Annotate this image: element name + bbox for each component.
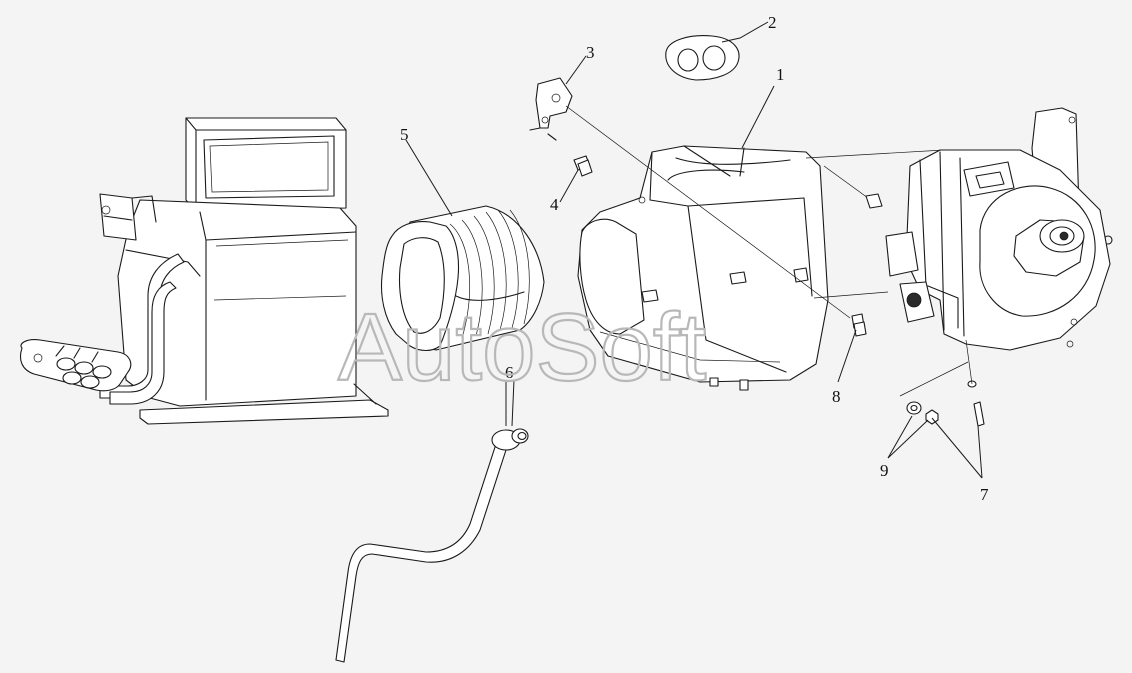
bellows-connector: [380, 205, 545, 352]
callout-4: 4: [550, 195, 559, 214]
leader-2: [721, 21, 769, 43]
screw: [967, 380, 985, 427]
leader-1: [741, 85, 775, 149]
drain-tube: [335, 428, 529, 663]
bolt: [851, 313, 867, 337]
leader-5: [405, 139, 453, 217]
leader-9b: [887, 419, 929, 459]
leader-9a: [887, 415, 913, 459]
leader-3: [565, 55, 587, 85]
callout-3: 3: [586, 43, 595, 62]
leader-7a: [931, 417, 983, 479]
callout-2: 2: [768, 13, 777, 32]
bolt: [865, 193, 883, 209]
callout-5: 5: [400, 125, 409, 144]
leader-7b: [977, 425, 983, 479]
callout-9: 9: [880, 461, 889, 480]
callout-6: 6: [505, 363, 514, 382]
callout-8: 8: [832, 387, 841, 406]
heater-housing: [19, 117, 389, 425]
washer: [906, 401, 922, 415]
callout-1: 1: [776, 65, 785, 84]
leader-lines: [405, 21, 983, 479]
evaporator-housing: [577, 145, 829, 391]
blower-assembly: [885, 107, 1113, 351]
leader-6b: [511, 379, 515, 427]
leader-4: [559, 169, 579, 203]
grommet: [665, 35, 740, 81]
callout-7: 7: [980, 485, 989, 504]
callout-labels: 2 1 3 4 5 6 8 9 7: [400, 13, 989, 504]
nut: [925, 409, 939, 425]
bolt: [573, 155, 593, 177]
mounting-bracket: [529, 77, 573, 141]
leader-8: [837, 329, 857, 383]
watermark: AutoSoft: [338, 294, 706, 401]
